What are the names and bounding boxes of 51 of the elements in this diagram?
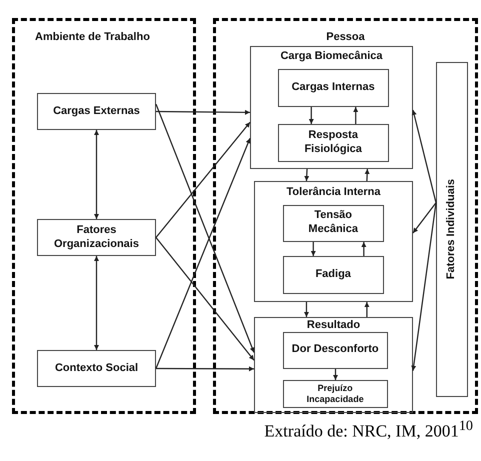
box-label: Dor Desconforto	[290, 343, 380, 358]
box-label: Cargas Externas	[52, 104, 141, 118]
box-label: Fadiga	[314, 268, 352, 282]
dashed-group-frame	[213, 18, 478, 414]
process-box	[37, 219, 156, 256]
arrow	[411, 202, 437, 371]
process-box	[37, 93, 156, 130]
box-label: Tensão Mecânica	[307, 209, 359, 237]
arrow	[155, 138, 251, 369]
process-box	[282, 332, 388, 369]
process-box	[278, 124, 389, 162]
arrow	[156, 237, 254, 361]
vertical-label-box	[436, 62, 468, 397]
arrow	[308, 107, 314, 124]
group-heading: Ambiente de Trabalho	[35, 31, 151, 45]
source-caption: Extraído de: NRC, IM, 2001$^{10}$	[264, 418, 473, 442]
arrow	[304, 302, 309, 317]
arrow	[304, 168, 310, 182]
arrow	[364, 302, 370, 317]
box-label: Prejuízo Incapacidade	[306, 383, 365, 404]
box-label: Resposta Fisiológica	[303, 128, 363, 156]
dashed-group-frame	[12, 18, 196, 414]
arrow	[156, 366, 254, 372]
process-box	[278, 68, 389, 107]
arrow	[333, 369, 338, 380]
arrow	[156, 110, 250, 115]
arrow	[310, 242, 316, 256]
process-box	[282, 380, 388, 408]
process-box	[37, 350, 156, 387]
group-box	[250, 46, 413, 169]
arrow	[353, 107, 358, 124]
arrow	[412, 110, 437, 203]
process-box	[282, 256, 384, 294]
group-box	[254, 181, 413, 302]
group-heading: Carga Biomecânica	[279, 50, 384, 64]
arrow	[94, 256, 99, 350]
arrow	[156, 122, 250, 238]
arrow	[364, 168, 370, 182]
box-label: Contexto Social	[54, 362, 140, 376]
arrow	[155, 104, 255, 353]
process-box	[282, 204, 384, 242]
group-heading: Resultado	[306, 319, 362, 333]
arrow	[94, 130, 99, 219]
box-label: Fatores Individuais	[445, 179, 458, 280]
group-heading: Tolerância Interna	[286, 186, 382, 200]
box-label: Cargas Internas	[290, 80, 376, 95]
group-box	[254, 317, 413, 413]
box-label: Fatores Organizacionais	[53, 224, 140, 252]
arrow	[412, 202, 436, 234]
arrow	[361, 242, 366, 256]
group-heading: Pessoa	[325, 31, 366, 45]
